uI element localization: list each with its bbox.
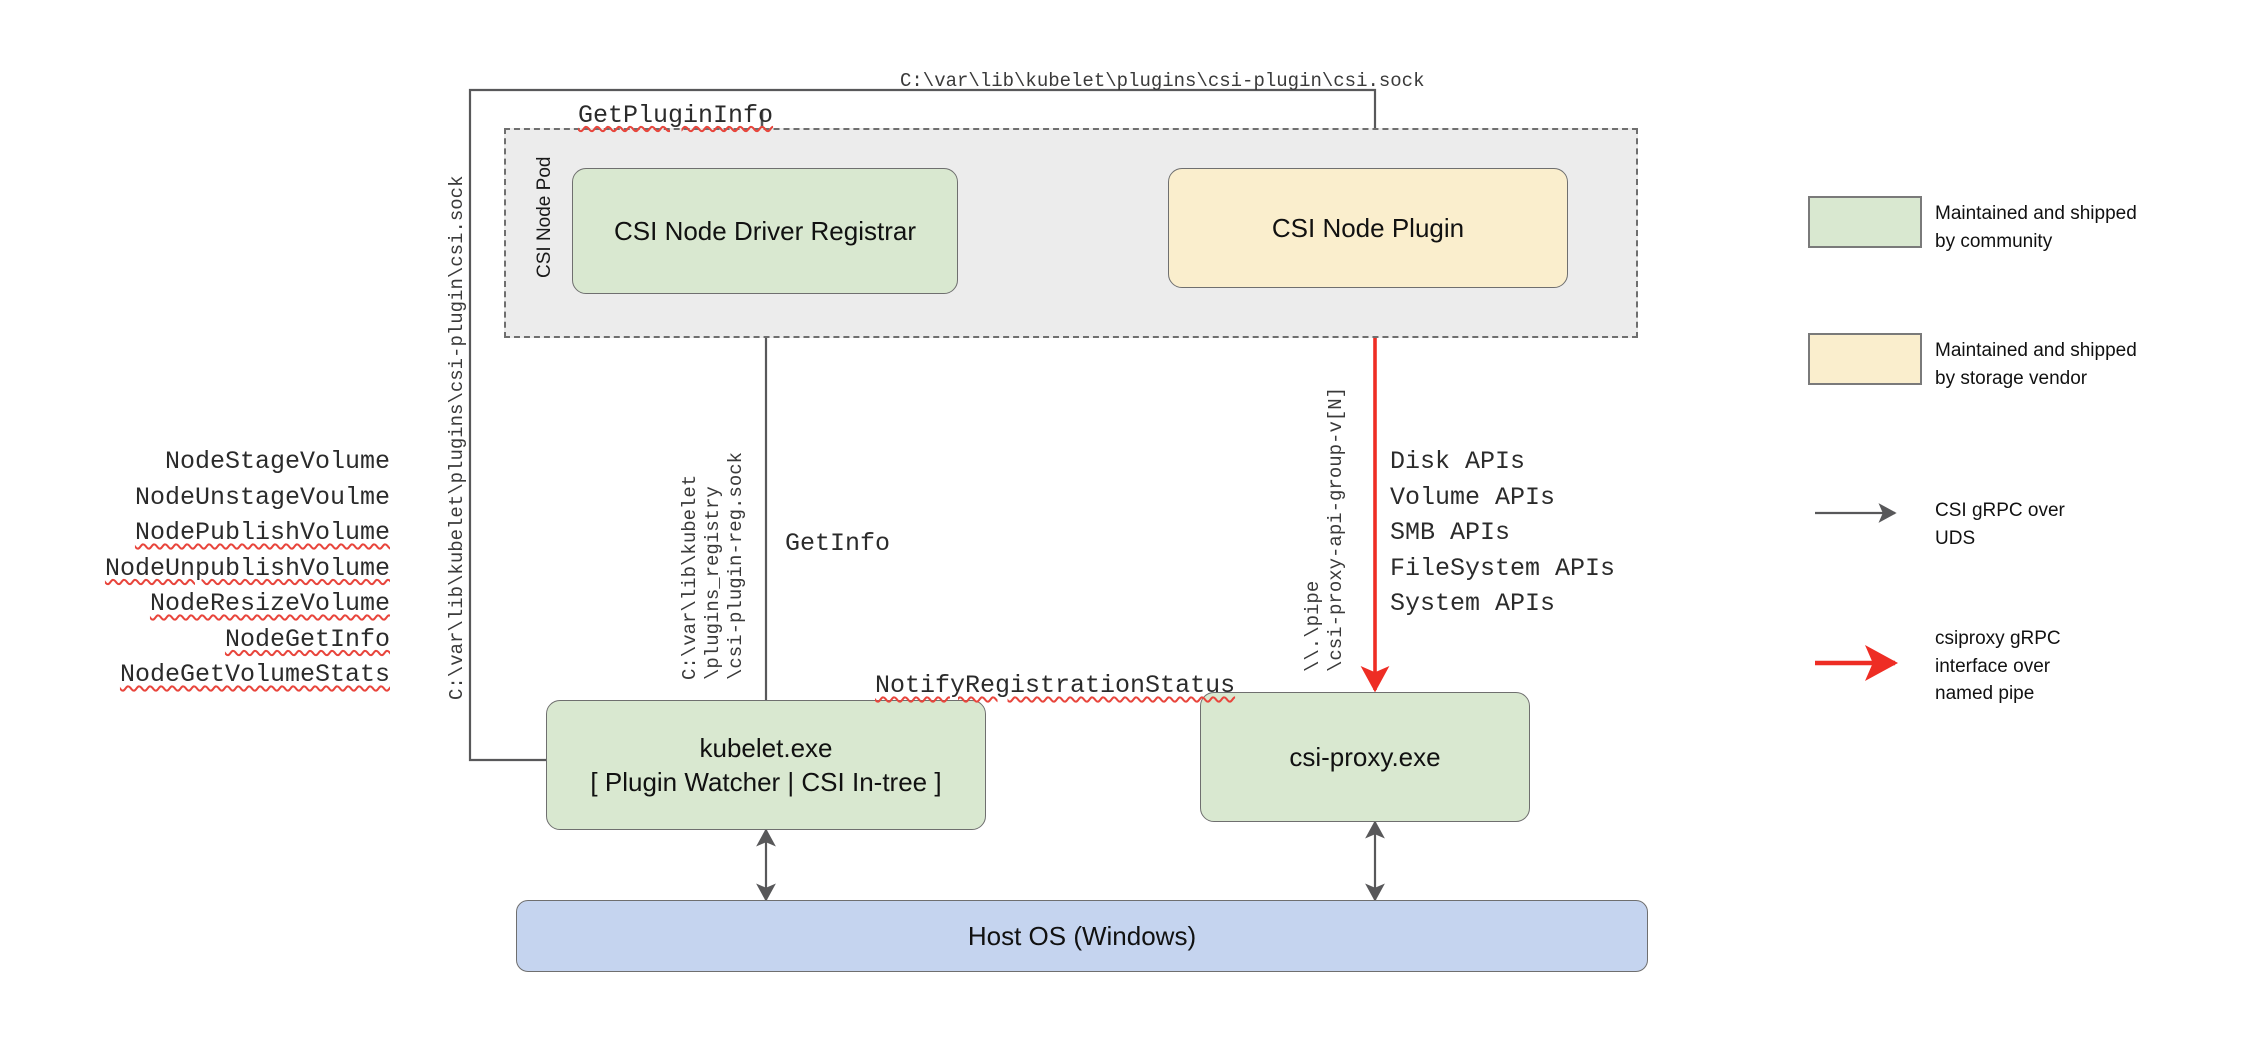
csi-proxy-api-item: FileSystem APIs xyxy=(1390,553,1616,583)
node-host-os[interactable]: Host OS (Windows) xyxy=(516,900,1648,972)
label-registration-calls: GetInfo NotifyRegistrationStatus xyxy=(785,455,1235,810)
node-csi-node-plugin[interactable]: CSI Node Plugin xyxy=(1168,168,1568,288)
node-service-api-item: NodeGetInfo xyxy=(80,622,390,658)
legend-swatch-community xyxy=(1808,196,1922,248)
node-csi-node-driver-registrar-label: CSI Node Driver Registrar xyxy=(614,215,916,246)
node-service-api-item: NodeResizeVolume xyxy=(80,586,390,622)
node-kubelet-exe-line2: [ Plugin Watcher | CSI In-tree ] xyxy=(590,767,942,797)
node-kubelet-exe-line1: kubelet.exe xyxy=(699,732,833,763)
node-kubelet-exe[interactable]: kubelet.exe [ Plugin Watcher | CSI In-tr… xyxy=(546,700,986,830)
label-csi-sock-path-left: C:\var\lib\kubelet\plugins\csi-plugin\cs… xyxy=(446,175,468,701)
node-csi-proxy-exe-label: csi-proxy.exe xyxy=(1289,741,1441,772)
label-getplugininfo: GetPluginInfo xyxy=(518,62,773,169)
label-registry-sock-line3: \csi-plugin-reg.sock xyxy=(725,451,747,680)
legend-label-vendor: Maintained and shipped by storage vendor xyxy=(1935,340,2137,389)
label-named-pipe-line2: \csi-proxy-api-group-v[N] xyxy=(1325,386,1347,672)
node-service-api-label: NodeUnpublishVolume xyxy=(104,553,390,583)
label-getinfo: GetInfo xyxy=(785,529,891,558)
legend-label-community: Maintained and shipped by community xyxy=(1935,203,2137,252)
node-service-api-label: NodeResizeVolume xyxy=(149,589,390,618)
label-notifyregistrationstatus: NotifyRegistrationStatus xyxy=(785,633,1235,740)
legend-label-csi-grpc-uds: CSI gRPC over UDS xyxy=(1935,500,2065,549)
csi-node-pod-label: CSI Node Pod xyxy=(534,156,555,278)
node-csi-node-plugin-label: CSI Node Plugin xyxy=(1271,212,1465,243)
label-csi-sock-path-top: C:\var\lib\kubelet\plugins\csi-plugin\cs… xyxy=(900,70,1425,92)
node-service-api-item: NodePublishVolume xyxy=(80,515,390,551)
node-csi-proxy-exe[interactable]: csi-proxy.exe xyxy=(1200,692,1530,822)
csi-proxy-api-item: Disk APIs xyxy=(1390,447,1526,476)
node-service-api-item: NodeGetVolumeStats xyxy=(80,657,390,693)
node-service-api-label: NodeGetInfo xyxy=(224,624,390,654)
node-service-api-item: NodeStageVolume xyxy=(80,444,390,480)
node-csi-node-driver-registrar[interactable]: CSI Node Driver Registrar xyxy=(572,168,958,294)
csi-proxy-api-item: System APIs xyxy=(1390,589,1556,618)
legend-label-csiproxy-grpc: csiproxy gRPC interface over named pipe xyxy=(1935,628,2061,705)
label-notifyregistrationstatus-text: NotifyRegistrationStatus xyxy=(875,671,1236,700)
csi-proxy-api-item: SMB APIs xyxy=(1390,518,1511,547)
node-host-os-label: Host OS (Windows) xyxy=(967,920,1197,951)
node-service-api-label: NodeUnstageVoulme xyxy=(134,482,390,512)
csi-proxy-api-item: Volume APIs xyxy=(1390,482,1556,512)
node-service-api-item: NodeUnpublishVolume xyxy=(80,551,390,587)
node-service-api-label: NodeGetVolumeStats xyxy=(119,660,390,689)
legend-swatch-vendor xyxy=(1808,333,1922,385)
label-getplugininfo-text: GetPluginInfo xyxy=(578,100,774,130)
node-service-api-label: NodeStageVolume xyxy=(164,447,390,476)
node-service-api-item: NodeUnstageVoulme xyxy=(80,480,390,516)
node-service-api-label: NodePublishVolume xyxy=(134,518,390,547)
